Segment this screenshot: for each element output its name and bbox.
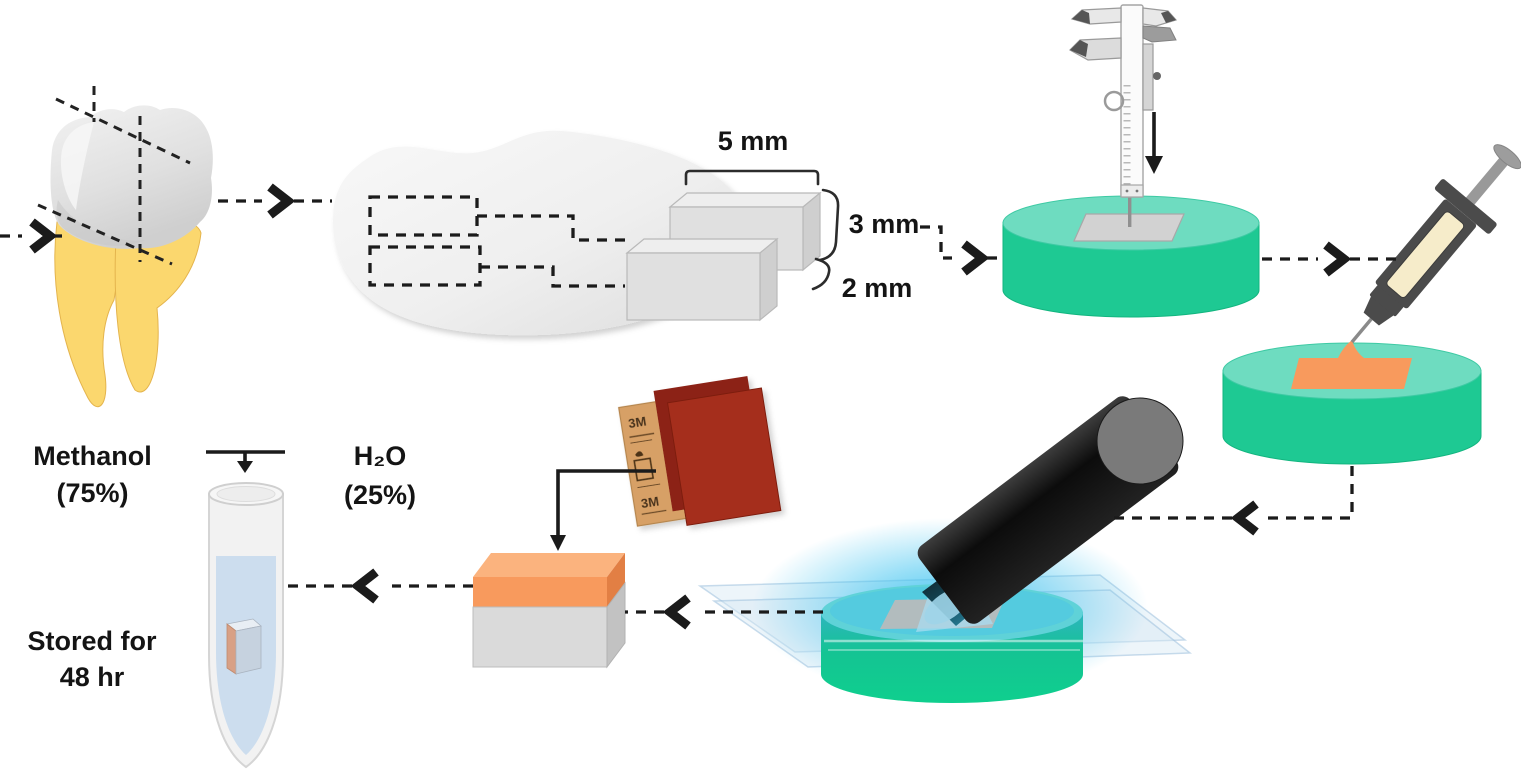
immersion-arrow (206, 450, 285, 473)
caliper-thumb-ring (1103, 90, 1125, 112)
tooth-icon (37, 86, 213, 408)
tooth-cut-lines (37, 86, 191, 266)
syringe-composite-window (1386, 211, 1465, 299)
dashed-arrow-icon (1112, 466, 1354, 536)
label-thickness: 3 mm (848, 209, 920, 239)
dashed-connector (480, 265, 625, 288)
dashed-arrow-icon (286, 568, 473, 604)
sandpaper-pointer-arrow (550, 469, 656, 551)
bracket-thickness (818, 188, 840, 262)
sandpaper-brand: 3M (627, 414, 647, 432)
sandpaper-sheet-front (666, 387, 782, 526)
test-tube-icon (206, 450, 285, 769)
application-step (1222, 144, 1521, 465)
label-depth: 2 mm (841, 273, 913, 303)
dashed-arrow-icon (1262, 241, 1402, 277)
tooth-crown-shading (56, 200, 145, 246)
dashed-arrow-icon (920, 225, 1000, 276)
label-methanol: Methanol (33, 441, 152, 471)
bonded-block-icon (472, 553, 626, 669)
dashed-arrow-icon (0, 218, 62, 254)
down-arrow-icon (1145, 112, 1163, 174)
label-methanol-pct: (75%) (56, 478, 129, 508)
dashed-arrow-icon (625, 594, 823, 630)
green-disc-icon (1222, 340, 1482, 465)
label-storage-1: Stored for (27, 626, 157, 656)
dashed-arrow-icon (218, 183, 332, 219)
sandpaper-icon: 3M 3M (618, 376, 782, 527)
specimen-blocks (625, 169, 840, 322)
bracket-depth (811, 257, 831, 291)
syringe-icon (1350, 144, 1521, 344)
specimen-on-disc (1073, 213, 1185, 242)
sandpaper-brand: 3M (640, 494, 660, 512)
label-water: H₂O (353, 441, 407, 471)
composite-patch (1291, 340, 1412, 389)
tooth-crown (50, 105, 213, 249)
tooth-root-left (54, 221, 119, 408)
label-water-pct: (25%) (343, 480, 417, 510)
caliper-icon (1069, 4, 1178, 227)
curing-gun-cap (1096, 397, 1184, 485)
curing-step (697, 396, 1193, 703)
flow-arrows (0, 183, 1402, 630)
measurement-step (1002, 4, 1260, 318)
tooth-crown-highlight (60, 122, 94, 210)
specimen-block-icon (625, 237, 779, 322)
label-width: 5 mm (717, 126, 789, 156)
tooth-root-right (114, 220, 202, 393)
label-storage-2: 48 hr (59, 662, 125, 692)
curing-light-icon (916, 396, 1184, 632)
stored-specimen (226, 618, 262, 675)
dashed-connector (477, 214, 625, 242)
bracket-width (684, 169, 820, 186)
